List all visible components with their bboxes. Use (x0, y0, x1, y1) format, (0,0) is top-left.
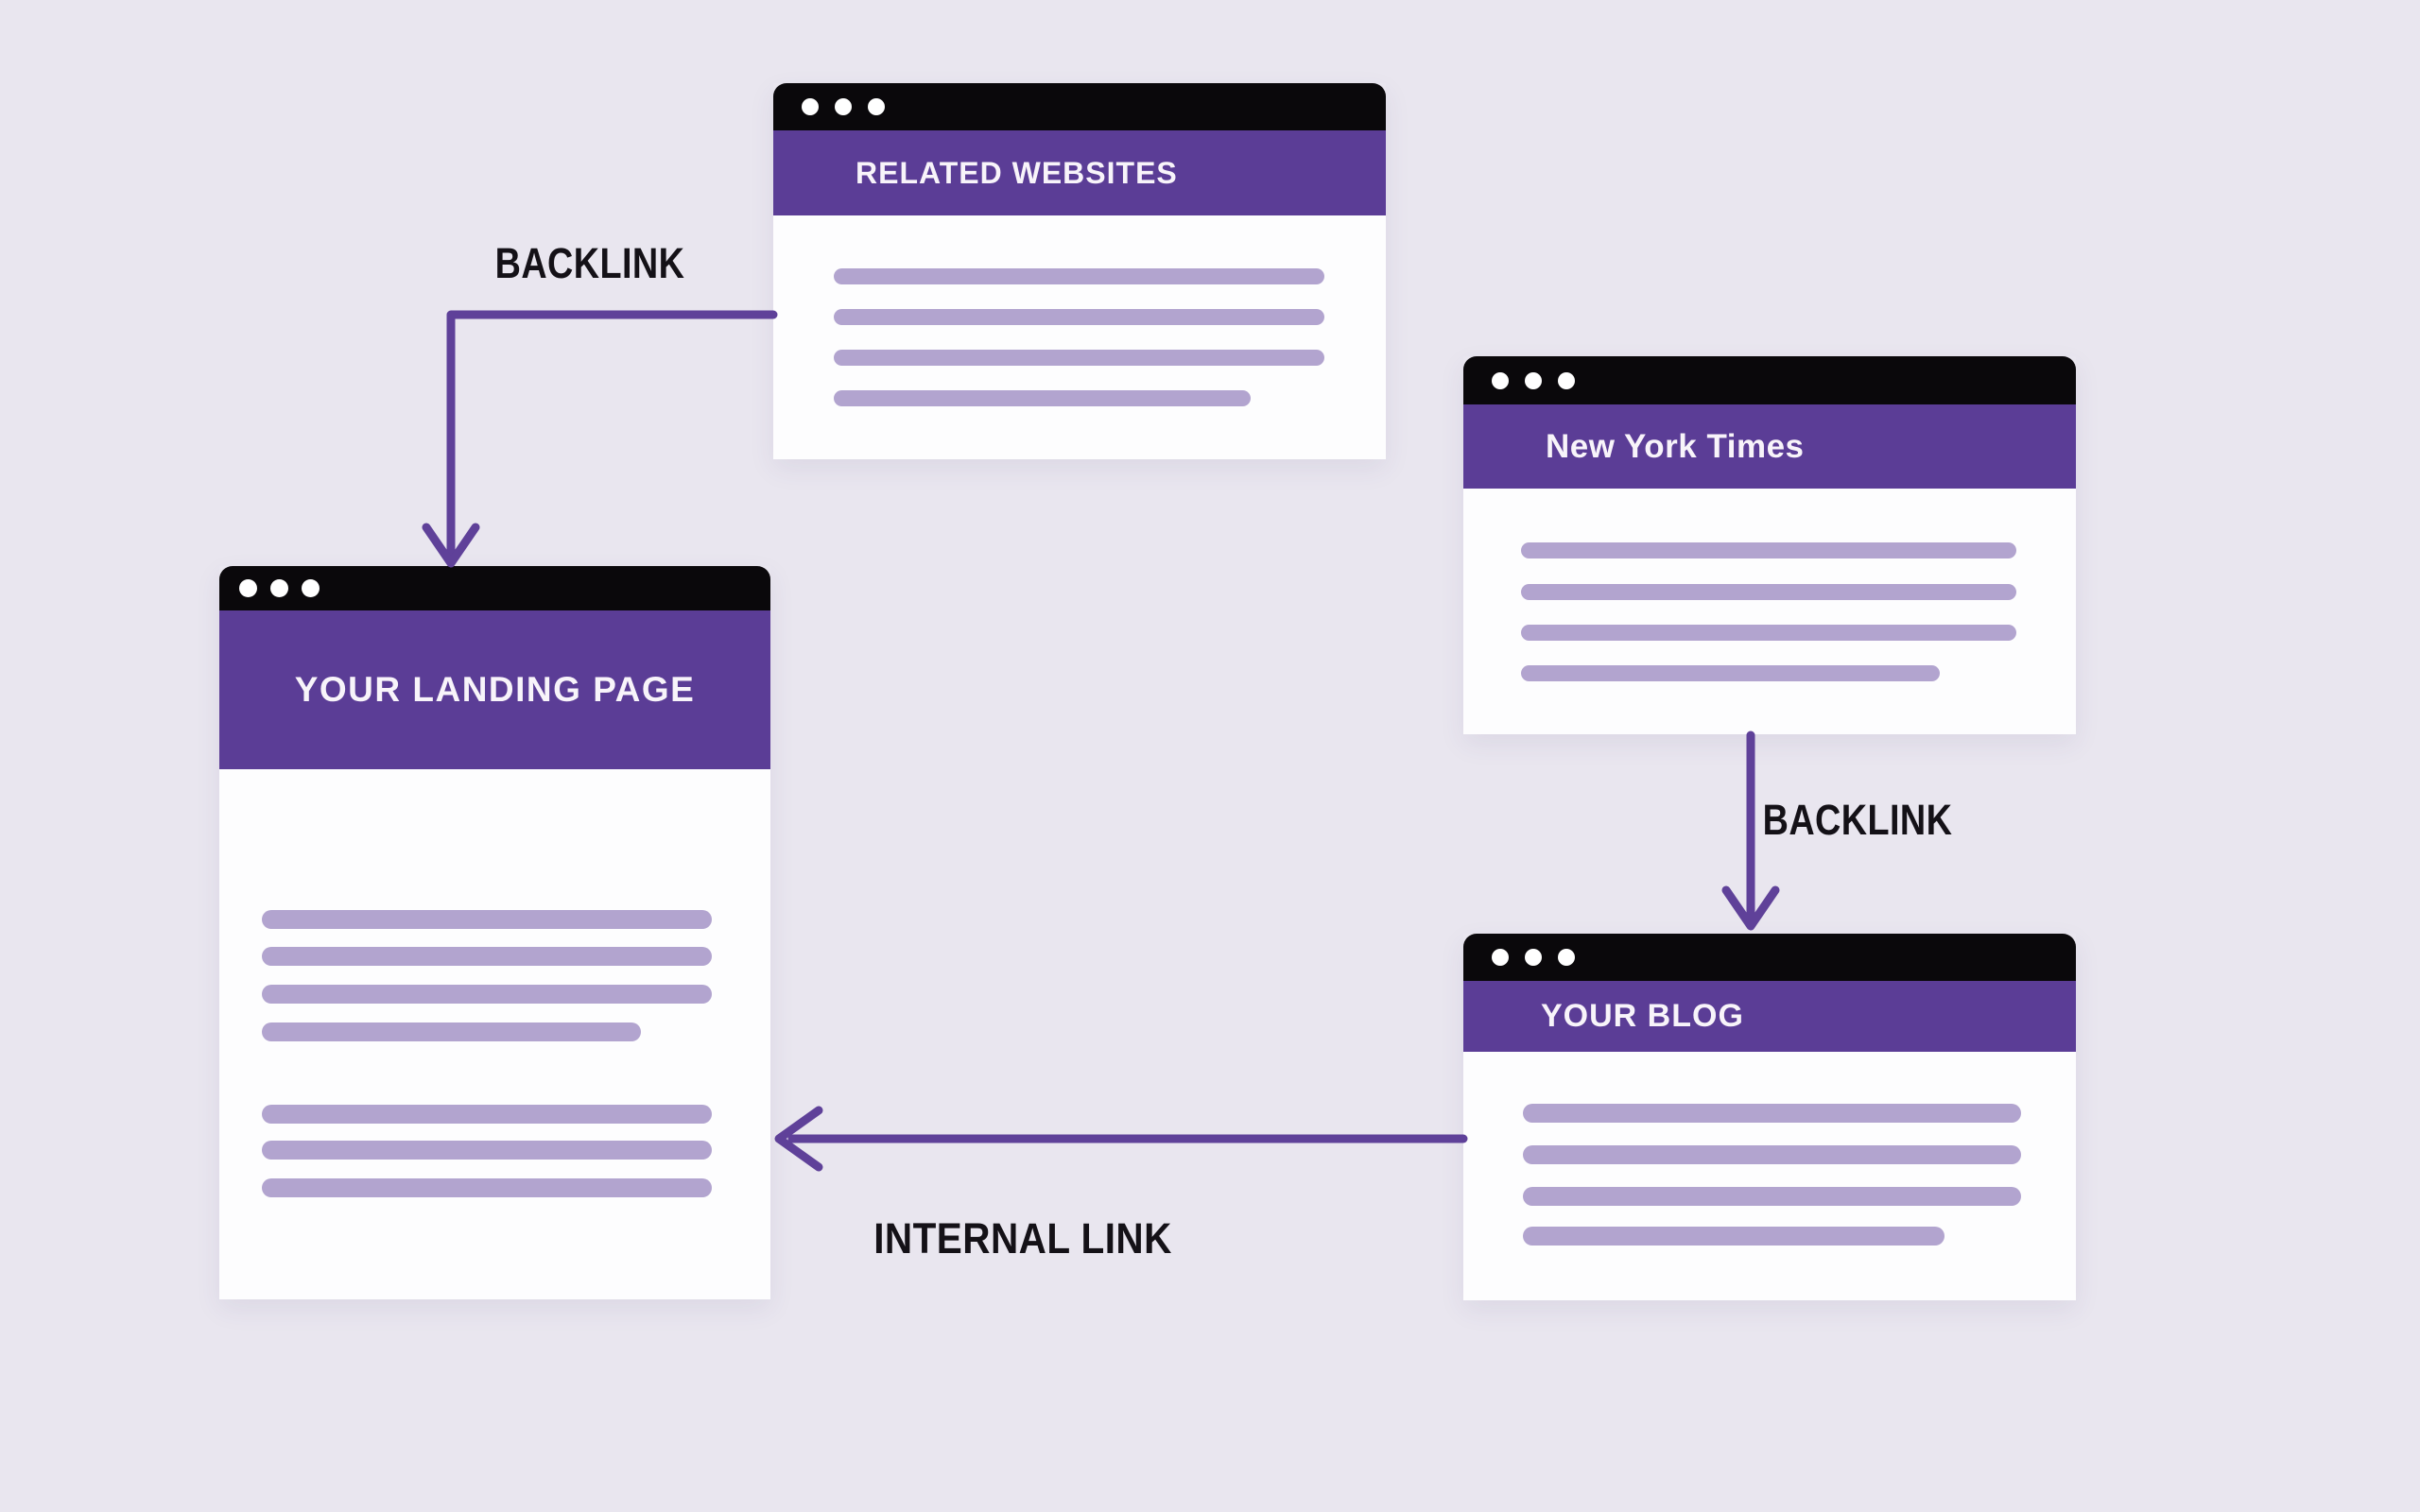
window-dot-icon (1558, 371, 1575, 389)
content-line-placeholder (834, 309, 1324, 325)
backlink-arrow-related-to-landing-icon (422, 310, 778, 568)
window-dot-icon (835, 98, 852, 115)
window-title: RELATED WEBSITES (856, 155, 1178, 190)
window-titlebar (773, 83, 1386, 130)
window-header: YOUR BLOG (1463, 981, 2076, 1052)
backlink-label-top: BACKLINK (494, 239, 685, 287)
content-line-placeholder (1521, 665, 1940, 681)
content-line-placeholder (1523, 1104, 2021, 1123)
content-line-placeholder (262, 910, 712, 929)
window-titlebar (1463, 934, 2076, 981)
window-titlebar (219, 566, 770, 610)
internal-link-label: INTERNAL LINK (873, 1214, 1172, 1263)
content-line-placeholder (834, 268, 1324, 284)
window-dot-icon (302, 579, 320, 597)
window-body (1463, 489, 2076, 734)
internal-link-arrow-blog-to-landing-icon (774, 1106, 1468, 1172)
window-title: YOUR BLOG (1541, 998, 1744, 1034)
content-line-placeholder (262, 985, 712, 1004)
browser-window-new-york-times: New York Times (1463, 356, 2076, 734)
window-dot-icon (1492, 949, 1509, 966)
content-line-placeholder (1521, 584, 2016, 600)
content-line-placeholder (262, 1178, 712, 1197)
window-titlebar (1463, 356, 2076, 404)
content-line-placeholder (262, 947, 712, 966)
window-dot-icon (802, 98, 819, 115)
window-dot-icon (1558, 949, 1575, 966)
content-line-placeholder (1523, 1145, 2021, 1164)
window-dot-icon (868, 98, 885, 115)
content-line-placeholder (1523, 1227, 1945, 1246)
window-header: RELATED WEBSITES (773, 130, 1386, 215)
browser-window-your-blog: YOUR BLOG (1463, 934, 2076, 1300)
browser-window-related-websites: RELATED WEBSITES (773, 83, 1386, 459)
content-line-placeholder (834, 390, 1251, 406)
window-body (219, 769, 770, 1299)
window-dot-icon (1492, 371, 1509, 389)
content-line-placeholder (1521, 542, 2016, 558)
window-header: YOUR LANDING PAGE (219, 610, 770, 769)
window-body (1463, 1052, 2076, 1300)
content-line-placeholder (262, 1141, 712, 1160)
browser-window-your-landing-page: YOUR LANDING PAGE (219, 566, 770, 1299)
window-dot-icon (239, 579, 257, 597)
content-line-placeholder (1521, 625, 2016, 641)
window-body (773, 215, 1386, 459)
content-line-placeholder (834, 350, 1324, 366)
content-line-placeholder (1523, 1187, 2021, 1206)
window-header: New York Times (1463, 404, 2076, 489)
window-title: New York Times (1546, 427, 1805, 465)
window-dot-icon (1525, 371, 1542, 389)
window-title: YOUR LANDING PAGE (294, 670, 696, 709)
window-dot-icon (1525, 949, 1542, 966)
content-line-placeholder (262, 1022, 641, 1041)
window-dot-icon (270, 579, 288, 597)
content-line-placeholder (262, 1105, 712, 1124)
backlink-label-right: BACKLINK (1762, 796, 1953, 844)
